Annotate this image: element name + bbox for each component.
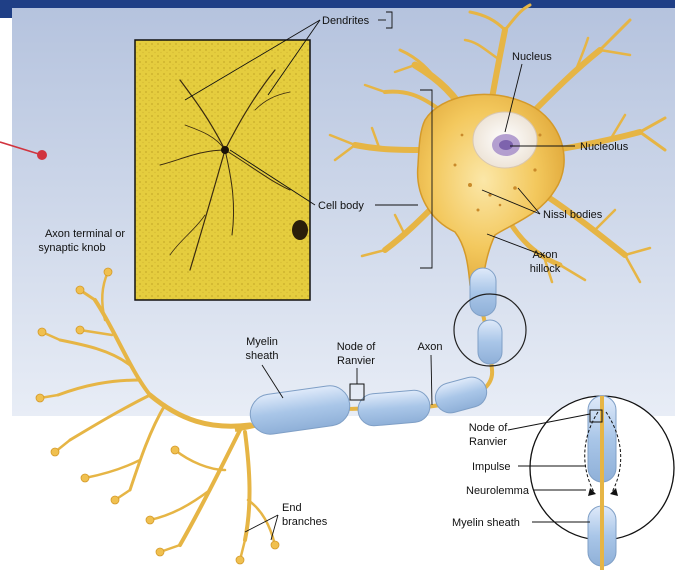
label-neurolemma: Neurolemma (466, 485, 530, 497)
label-nissl-bodies: Nissl bodies (543, 209, 603, 221)
micrograph-inset (135, 40, 310, 300)
label-end-branches-line1: End (282, 502, 302, 514)
label-inset-myelin-sheath: Myelin sheath (452, 517, 520, 529)
label-node-of-ranvier-line1: Node of (337, 341, 376, 353)
header-bar (0, 0, 675, 8)
myelin-segment (357, 389, 432, 427)
label-axon-hillock-line2: hillock (530, 263, 561, 275)
myelin-segment (478, 320, 502, 364)
label-nucleus: Nucleus (512, 51, 552, 63)
header-tab (0, 0, 12, 18)
label-inset-node-line2: Ranvier (469, 436, 507, 448)
label-end-branches-line2: branches (282, 516, 328, 528)
label-axon-terminal-line2: synaptic knob (38, 242, 105, 254)
label-myelin-sheath-line2: sheath (245, 350, 278, 362)
label-impulse: Impulse (472, 461, 511, 473)
label-myelin-sheath-line1: Myelin (246, 336, 278, 348)
label-axon-hillock-line1: Axon (532, 249, 557, 261)
myelin-segment (470, 268, 496, 316)
nucleolus-core (499, 140, 513, 150)
label-axon: Axon (417, 341, 442, 353)
label-axon-terminal-line1: Axon terminal or (45, 228, 125, 240)
label-dendrites: Dendrites (322, 15, 370, 27)
label-nucleolus: Nucleolus (580, 141, 629, 153)
label-cell-body: Cell body (318, 200, 364, 212)
pointer-dot (37, 150, 47, 160)
label-node-of-ranvier-line2: Ranvier (337, 355, 375, 367)
label-inset-node-line1: Node of (469, 422, 508, 434)
